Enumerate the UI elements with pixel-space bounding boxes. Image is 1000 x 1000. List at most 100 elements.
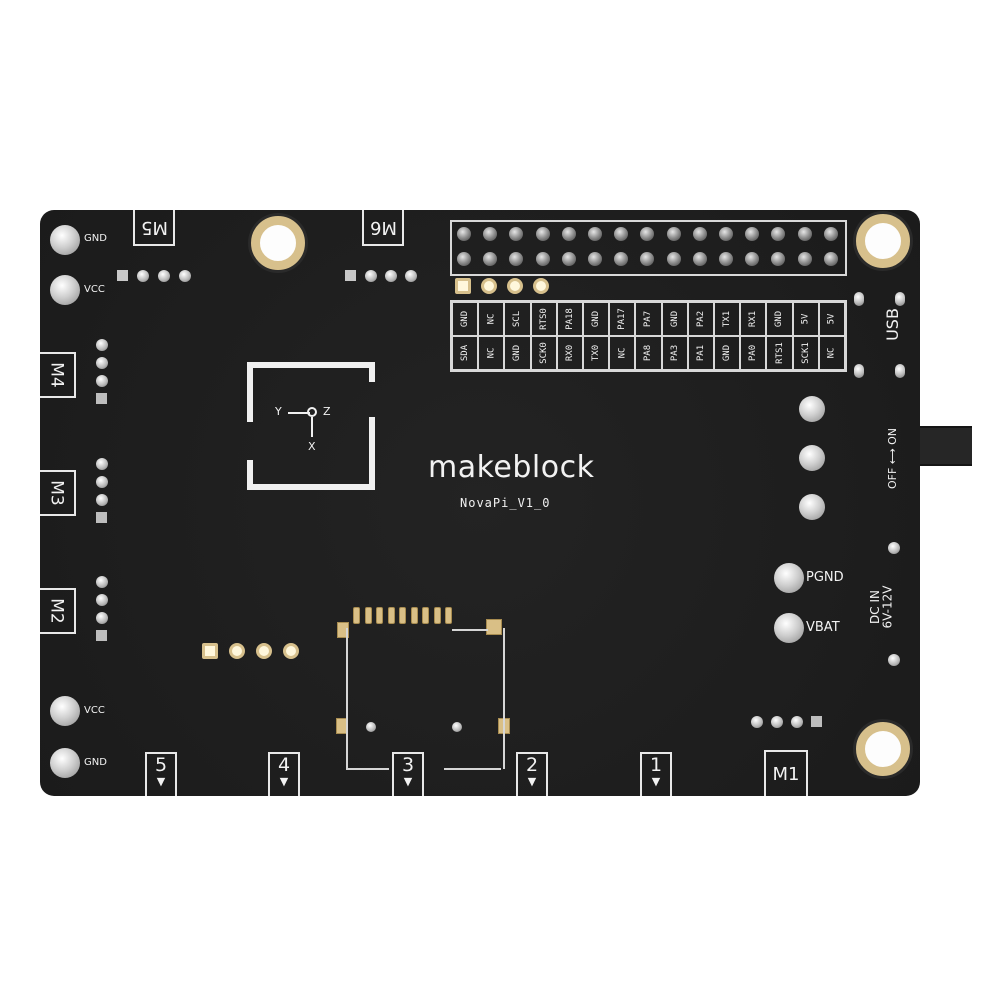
servo-port-5: 5▼ <box>145 752 177 796</box>
m2-pin <box>96 612 108 624</box>
m6-pin <box>385 270 397 282</box>
header-aux-pad <box>507 278 523 294</box>
pin-label: 5V <box>826 313 837 325</box>
switch-pad <box>799 396 825 422</box>
motor-port-m5-label: M5 <box>133 210 175 246</box>
header-pin <box>457 252 471 266</box>
pin-label-cell: PA0 <box>740 336 767 370</box>
header-pin <box>561 227 576 241</box>
gpio-header-frame <box>450 220 847 276</box>
servo-port-label: 3 <box>401 754 415 776</box>
fpc-pad <box>433 607 441 624</box>
aux-pad <box>283 643 299 659</box>
vcc-pad-top <box>50 275 80 305</box>
motor-port-m4-label: M4 <box>40 352 76 398</box>
gnd-label-top: GND <box>84 233 107 244</box>
pin-label: NC <box>486 313 497 325</box>
pin-label-cell: NC <box>478 302 505 336</box>
header-pin <box>614 227 629 241</box>
connector-outline-top <box>452 629 488 631</box>
m3-pin <box>96 458 108 470</box>
pin-label-cell: TX1 <box>714 302 741 336</box>
header-pin <box>535 252 550 266</box>
imu-center-circle <box>307 407 317 417</box>
pin-label-cell: NC <box>609 336 636 370</box>
m5-pin <box>158 270 170 282</box>
connector-outline-bottom-left <box>346 768 389 770</box>
pin-label: NC <box>486 347 497 359</box>
header-pin <box>745 227 760 241</box>
header-pin <box>640 227 655 241</box>
pin-label: PA2 <box>695 310 706 328</box>
vcc-pad-bottom <box>50 696 80 726</box>
connector-outline-bottom-right <box>444 768 501 770</box>
m3-pin <box>96 476 108 488</box>
header-pin <box>771 227 786 241</box>
m4-pin <box>96 375 108 387</box>
header-pin <box>719 252 733 266</box>
vbat-label: VBAT <box>806 620 840 635</box>
imu-sensor-outline <box>247 362 377 490</box>
mounting-hole-bottom-right <box>856 722 910 776</box>
pin-label-cell: SDA <box>452 336 479 370</box>
header-pin <box>692 252 707 266</box>
fpc-pad <box>387 607 395 624</box>
fpc-pad <box>353 607 360 624</box>
down-arrow-icon: ▼ <box>403 775 413 788</box>
dc-pad <box>888 542 900 554</box>
servo-port-1: 1▼ <box>640 752 672 796</box>
fpc-pad <box>376 607 383 624</box>
usb-pad <box>854 364 864 378</box>
pin-label: GND <box>512 344 523 362</box>
header-aux-pad <box>455 278 471 294</box>
dc-pad <box>888 654 900 666</box>
pin-label-cell: GND <box>661 302 688 336</box>
pin-label-cell: PA18 <box>556 302 583 336</box>
aux-pad <box>202 643 218 659</box>
pin-label: PA8 <box>643 344 654 362</box>
pin-label: TX0 <box>591 344 602 362</box>
pin-label: GND <box>591 310 602 328</box>
fpc-pad <box>422 607 429 624</box>
imu-arrow-y <box>288 412 310 414</box>
pin-label-cell: 5V <box>818 302 845 336</box>
pin-label: PA3 <box>669 344 680 362</box>
connector-anchor-pad <box>486 619 502 635</box>
pin-label-cell: RX0 <box>556 336 583 370</box>
connector-hole <box>366 722 376 732</box>
pin-label: GND <box>722 344 733 362</box>
pin-label: GND <box>460 310 471 328</box>
servo-port-label: 5 <box>154 754 168 776</box>
m5-pin-square <box>117 270 128 281</box>
pin-label-cell: PA3 <box>661 336 688 370</box>
m4-pin-square <box>96 393 107 404</box>
header-pin <box>666 227 681 241</box>
pin-label: SCK1 <box>800 342 811 364</box>
pin-label-cell: NC <box>818 336 845 370</box>
header-pin <box>719 227 733 241</box>
header-pin <box>509 252 524 266</box>
pin-label-cell: RX1 <box>740 302 767 336</box>
m6-pin <box>365 270 377 282</box>
pin-label-cell: PA1 <box>687 336 714 370</box>
aux-pad <box>256 643 272 659</box>
pin-label: RX1 <box>748 310 759 328</box>
pin-label: PA0 <box>748 344 759 362</box>
m5-pin <box>137 270 149 282</box>
m1-pin <box>791 716 803 728</box>
header-pin <box>797 252 812 266</box>
down-arrow-icon: ▼ <box>651 775 661 788</box>
usb-pad <box>895 364 905 378</box>
switch-pad <box>799 445 825 471</box>
header-pin <box>745 252 760 266</box>
m6-pin <box>405 270 417 282</box>
power-switch-lever[interactable] <box>920 426 972 466</box>
m1-pin-square <box>811 716 822 727</box>
pin-label: NC <box>617 347 628 359</box>
header-pin <box>483 227 498 241</box>
pin-label-cell: PA17 <box>609 302 636 336</box>
servo-port-2: 2▼ <box>516 752 548 796</box>
motor-port-m3-label: M3 <box>40 470 76 516</box>
motor-port-m2-label: M2 <box>40 588 76 634</box>
